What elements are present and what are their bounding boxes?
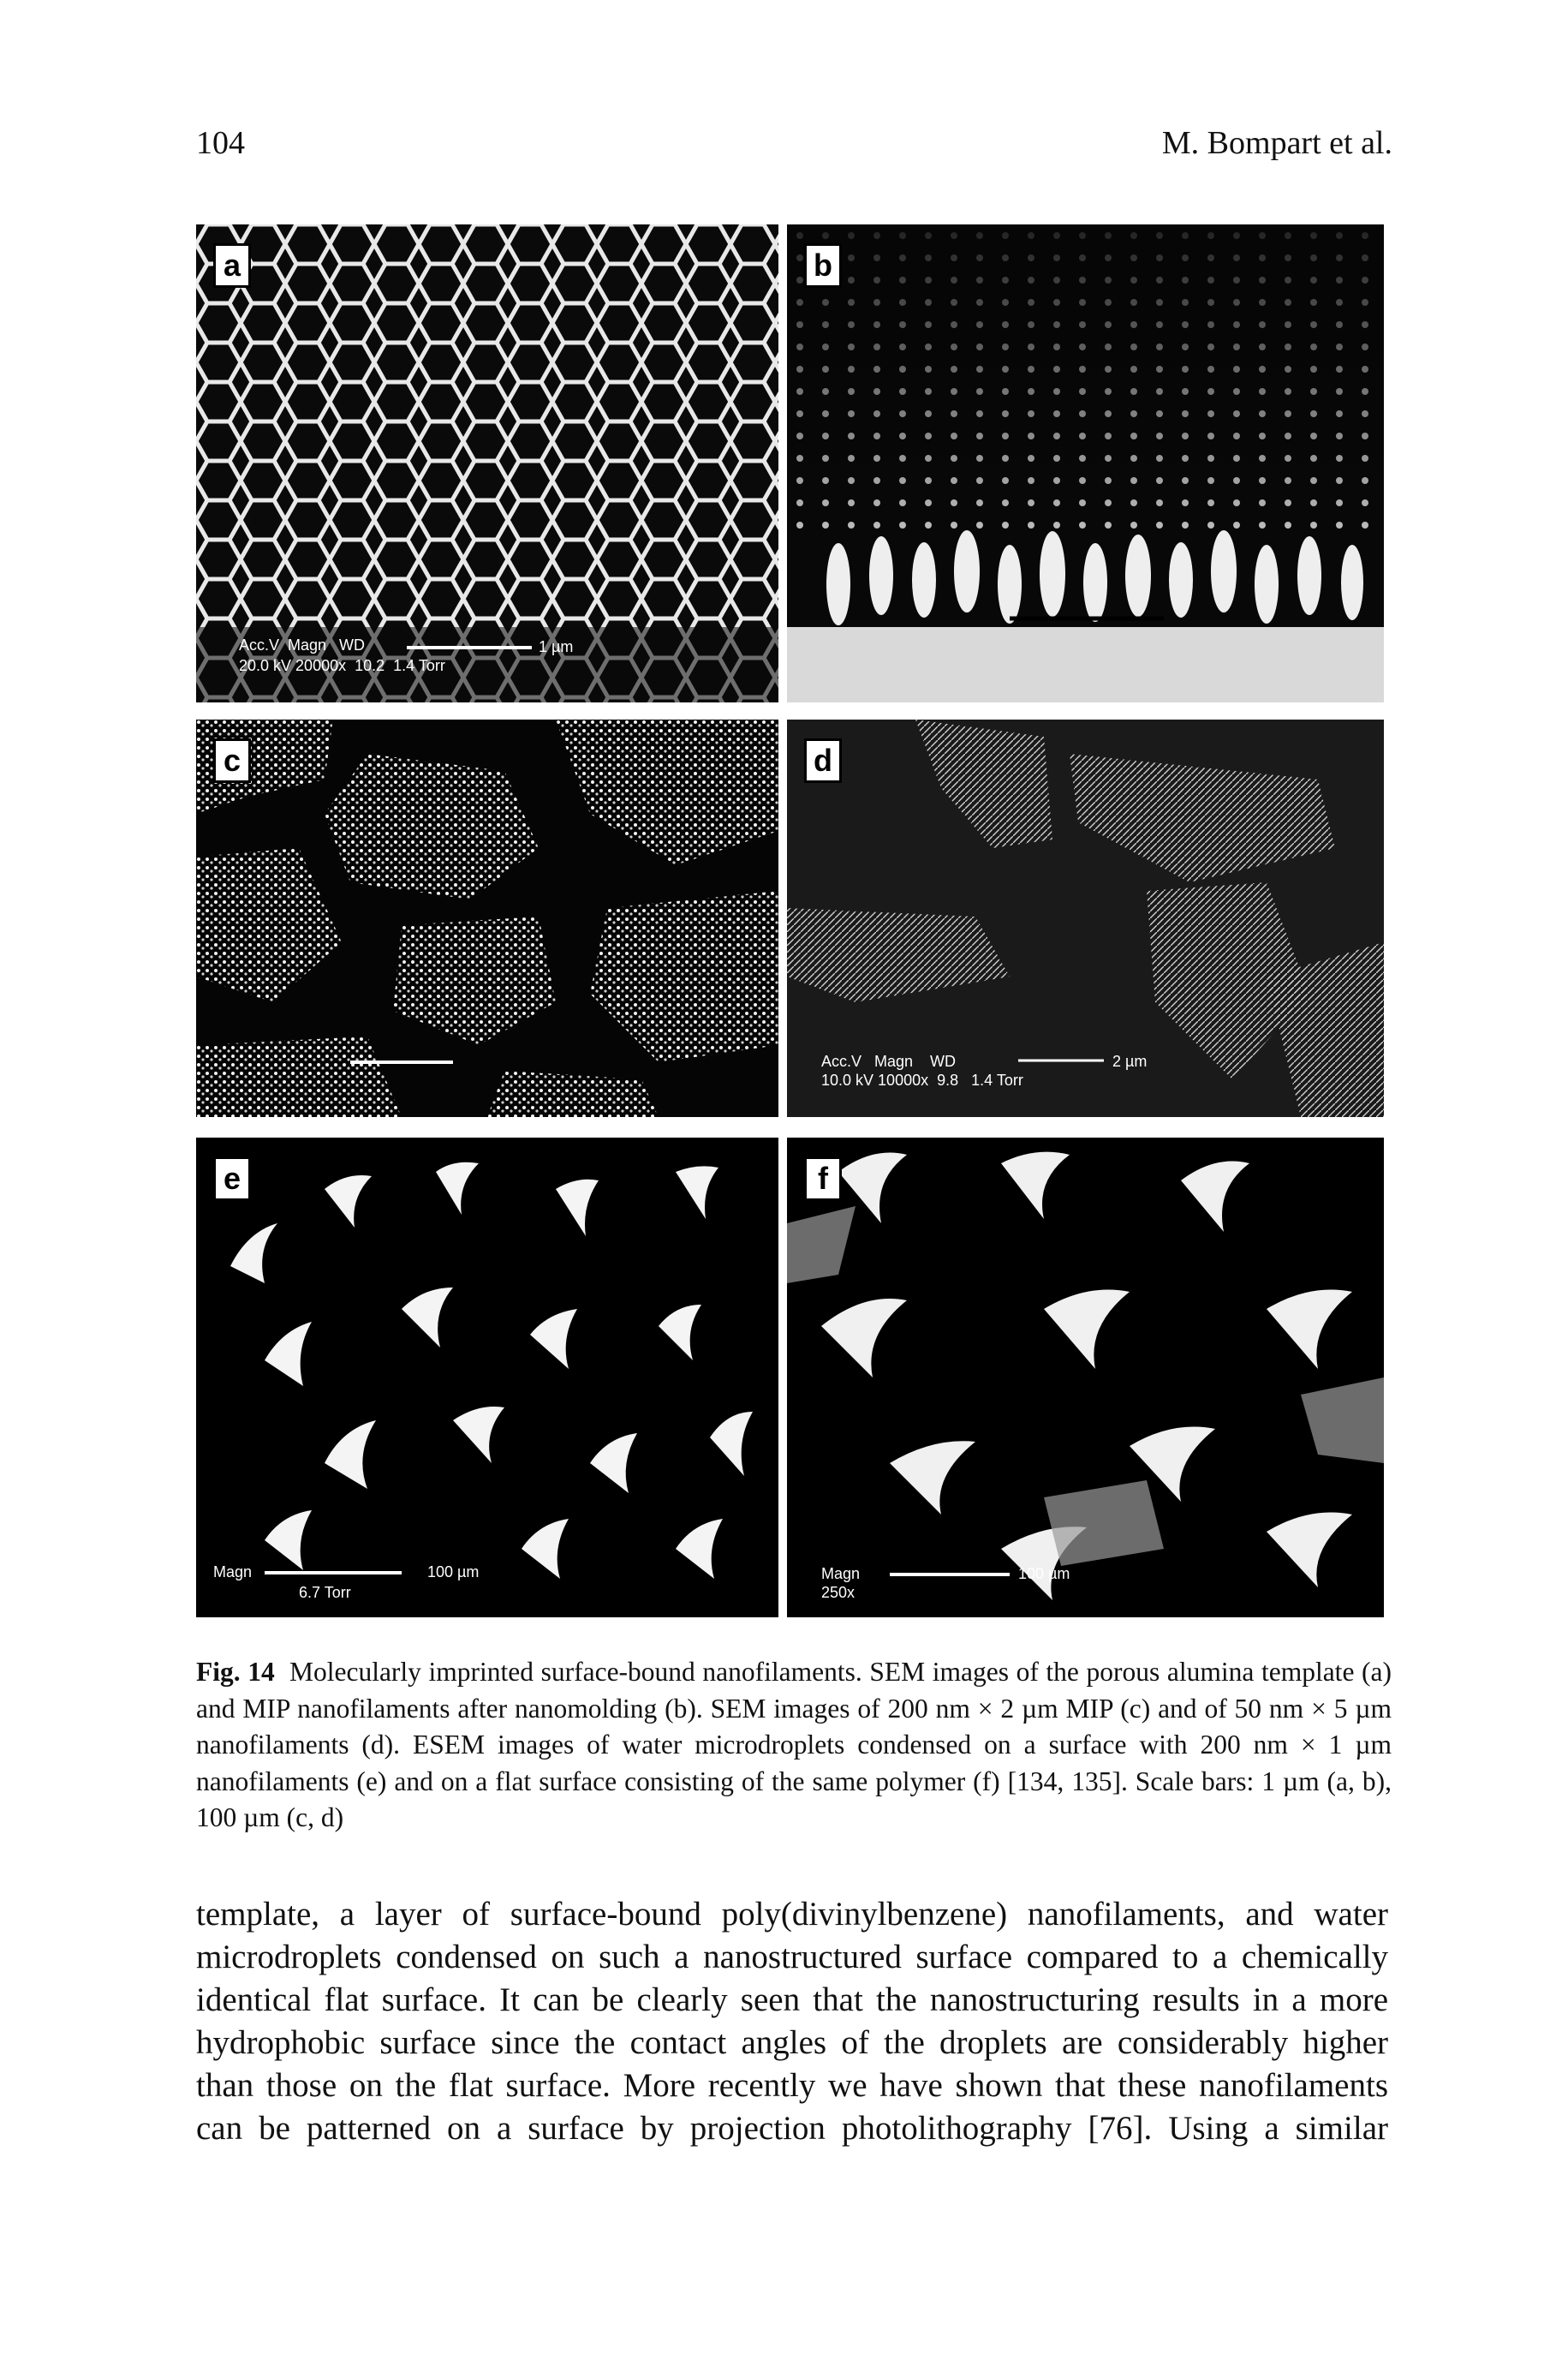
body-line: template, a layer of surface-bound poly(… bbox=[196, 1896, 1388, 1933]
body-line: can be patterned on a surface by project… bbox=[196, 2110, 1388, 2147]
body-line: than those on the flat surface. More rec… bbox=[196, 2067, 1388, 2104]
running-header-authors: M. Bompart et al. bbox=[1161, 125, 1392, 161]
body-line: microdroplets condensed on such a nanost… bbox=[196, 1939, 1388, 1975]
esem-image-droplets-flat-surface bbox=[787, 1138, 1384, 1617]
figure-panel-e: e Magn 6.7 Torr 100 µm bbox=[196, 1138, 778, 1617]
body-line: hydrophobic surface since the contact an… bbox=[196, 2024, 1388, 2061]
panel-label-a: a bbox=[213, 243, 251, 288]
scale-text-e: 100 µm bbox=[427, 1563, 480, 1580]
sem-info-d-line1: Acc.V Magn WD bbox=[821, 1053, 957, 1070]
figure-panel-a: a Acc.V Magn WD 20.0 kV 20000x 10.2 1.4 … bbox=[196, 224, 778, 702]
figure-panel-f: f Magn 250x 100 µm bbox=[787, 1138, 1384, 1617]
sem-info-f-line2: 250x bbox=[821, 1584, 856, 1601]
sem-image-50nm-nanofilaments bbox=[787, 720, 1384, 1117]
panel-label-c: c bbox=[213, 738, 251, 783]
scale-text-a: 1 µm bbox=[539, 638, 574, 655]
sem-info-e-line1: Magn bbox=[213, 1563, 253, 1580]
figure-panel-d: d Acc.V Magn WD 10.0 kV 10000x 9.8 1.4 T… bbox=[787, 720, 1384, 1117]
sem-info-e-line2: 6.7 Torr bbox=[299, 1584, 351, 1601]
sem-info-a-line2: 20.0 kV 20000x 10.2 1.4 Torr bbox=[239, 657, 445, 674]
panel-label-b: b bbox=[804, 243, 842, 288]
panel-label-e: e bbox=[213, 1156, 251, 1201]
figure-panel-b: b bbox=[787, 224, 1384, 702]
figure-caption-lead: Fig. 14 bbox=[196, 1657, 275, 1687]
panel-label-f: f bbox=[804, 1156, 842, 1201]
figure-panel-c: c bbox=[196, 720, 778, 1117]
figure-caption: Fig. 14 Molecularly imprinted surface-bo… bbox=[196, 1654, 1392, 1837]
body-paragraph: template, a layer of surface-bound poly(… bbox=[196, 1893, 1388, 2150]
panel-label-d: d bbox=[804, 738, 842, 783]
sem-info-d-line2: 10.0 kV 10000x 9.8 1.4 Torr bbox=[821, 1072, 1023, 1089]
page-number: 104 bbox=[196, 125, 245, 161]
sem-info-a-line1: Acc.V Magn WD bbox=[239, 636, 366, 654]
scale-text-f: 100 µm bbox=[1018, 1565, 1070, 1582]
scale-text-d: 2 µm bbox=[1112, 1053, 1148, 1070]
esem-image-droplets-nanofilaments bbox=[196, 1138, 778, 1617]
sem-image-porous-alumina bbox=[196, 224, 778, 702]
sem-image-mip-nanofilaments bbox=[787, 224, 1384, 702]
sem-info-f-line1: Magn bbox=[821, 1565, 861, 1582]
body-line: identical flat surface. It can be clearl… bbox=[196, 1981, 1388, 2018]
sem-image-200nm-mip bbox=[196, 720, 778, 1117]
figure-caption-text: Molecularly imprinted surface-bound nano… bbox=[196, 1657, 1392, 1832]
